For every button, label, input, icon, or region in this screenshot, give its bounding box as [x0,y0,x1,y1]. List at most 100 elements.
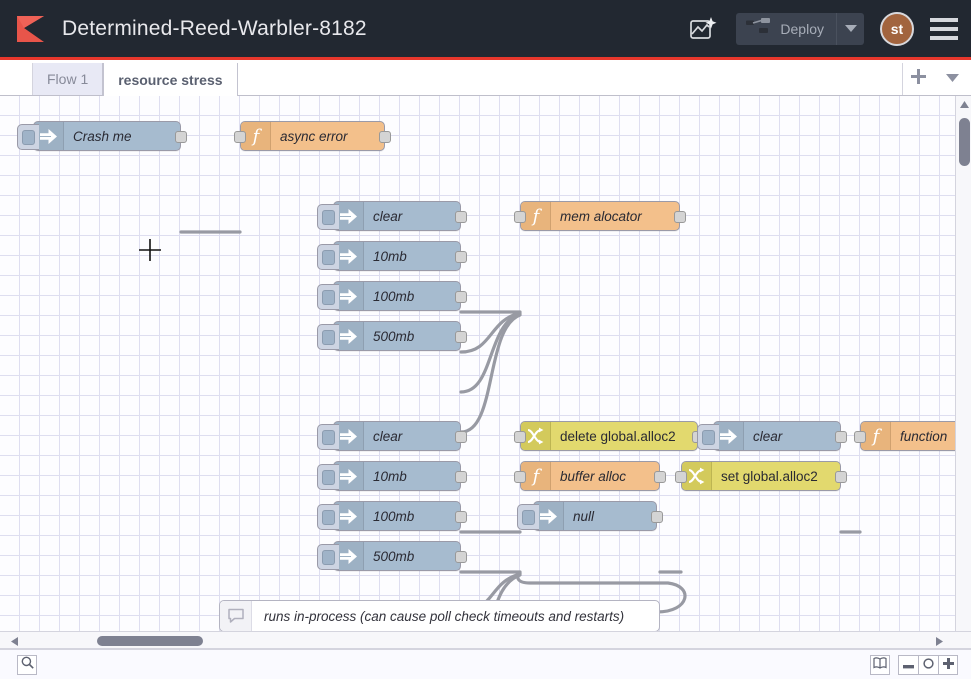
flow-node-function[interactable]: fbuffer alloc [520,461,660,491]
comment-bubble-icon [220,601,252,631]
tab-menu-button[interactable] [937,64,967,94]
deploy-node-icon [746,17,772,40]
flow-node-inject[interactable]: 100mb [333,501,461,531]
flow-node-inject[interactable]: Crash me [33,121,181,151]
zoom-in-button[interactable] [938,655,958,675]
plus-icon [910,68,927,90]
vertical-scrollbar[interactable] [955,96,971,631]
inject-trigger-button[interactable] [317,284,339,310]
flow-node-label: 10mb [364,462,417,490]
node-output-port[interactable] [455,511,467,523]
inject-trigger-button[interactable] [517,504,539,530]
node-output-port[interactable] [835,471,847,483]
node-output-port[interactable] [455,331,467,343]
image-sparkle-icon[interactable] [686,12,720,46]
flow-node-inject[interactable]: clear [333,421,461,451]
node-output-port[interactable] [175,131,187,143]
vertical-scrollbar-thumb[interactable] [959,118,970,166]
hamburger-menu-icon[interactable] [930,18,958,40]
node-input-port[interactable] [675,471,687,483]
node-output-port[interactable] [455,291,467,303]
comment-node[interactable]: runs in-process (can cause poll check ti… [219,600,660,631]
svg-text:f: f [530,466,542,486]
comment-text: runs in-process (can cause poll check ti… [252,601,636,631]
deploy-button-group[interactable]: Deploy [736,13,864,45]
horizontal-scrollbar-thumb[interactable] [97,636,203,646]
inject-trigger-button[interactable] [317,244,339,270]
tab-flow-1[interactable]: Flow 1 [33,63,103,95]
flow-node-inject[interactable]: 10mb [333,241,461,271]
node-output-port[interactable] [455,211,467,223]
node-output-port[interactable] [379,131,391,143]
flow-node-inject[interactable]: null [533,501,657,531]
deploy-dropdown-button[interactable] [836,13,864,45]
deploy-button[interactable]: Deploy [736,13,836,45]
brand-area: Determined-Reed-Warbler-8182 [0,13,367,45]
horizontal-scrollbar[interactable] [0,631,971,649]
node-input-port[interactable] [854,431,866,443]
navigator-button[interactable] [870,655,890,675]
inject-trigger-button[interactable] [317,424,339,450]
node-output-port[interactable] [455,551,467,563]
flow-node-inject[interactable]: clear [333,201,461,231]
inject-trigger-button[interactable] [17,124,39,150]
flow-node-label: delete global.alloc2 [551,422,686,450]
node-output-port[interactable] [835,431,847,443]
node-output-port[interactable] [455,431,467,443]
app-title: Determined-Reed-Warbler-8182 [62,17,367,41]
flow-node-inject[interactable]: 10mb [333,461,461,491]
search-button[interactable] [17,655,37,675]
node-output-port[interactable] [455,471,467,483]
status-bar-right [870,655,971,675]
navigator-map-icon [873,656,887,674]
inject-trigger-button[interactable] [317,204,339,230]
flow-node-inject[interactable]: 500mb [333,321,461,351]
flow-node-label: 100mb [364,282,424,310]
circle-icon [923,656,934,674]
inject-trigger-button[interactable] [697,424,719,450]
svg-text:f: f [530,206,542,226]
node-input-port[interactable] [514,431,526,443]
node-input-port[interactable] [514,211,526,223]
flow-node-change[interactable]: delete global.alloc2 [520,421,698,451]
triangle-right-icon[interactable] [936,637,943,646]
inject-trigger-button[interactable] [317,544,339,570]
tabbar-actions [902,63,971,95]
tab-resource-stress[interactable]: resource stress [103,63,237,96]
minus-icon [903,656,914,674]
flow-node-label: 10mb [364,242,417,270]
avatar[interactable]: st [880,12,914,46]
add-tab-button[interactable] [903,64,933,94]
node-output-port[interactable] [654,471,666,483]
inject-trigger-button[interactable] [317,464,339,490]
node-output-port[interactable] [651,511,663,523]
status-bar-left [0,655,37,675]
flow-node-inject[interactable]: 500mb [333,541,461,571]
chevron-down-icon [946,70,959,88]
flow-node-label: mem alocator [551,202,652,230]
flow-node-label: 500mb [364,322,424,350]
flow-node-inject[interactable]: clear [713,421,841,451]
deploy-label: Deploy [780,21,824,37]
flow-node-label: 100mb [364,502,424,530]
flow-node-label: async error [271,122,358,150]
node-output-port[interactable] [455,251,467,263]
node-input-port[interactable] [514,471,526,483]
triangle-up-icon[interactable] [960,101,969,108]
flow-canvas[interactable]: Crash me f async error clear 10mb 100mb 500mb f… [0,96,971,631]
flow-node-label: null [564,502,604,530]
zoom-reset-button[interactable] [918,655,938,675]
flow-node-change[interactable]: set global.alloc2 [681,461,841,491]
flow-node-label: function [891,422,957,450]
flow-node-inject[interactable]: 100mb [333,281,461,311]
flow-node-label: 500mb [364,542,424,570]
flow-node-function[interactable]: f mem alocator [520,201,680,231]
node-input-port[interactable] [234,131,246,143]
triangle-left-icon[interactable] [11,637,18,646]
flow-node-function[interactable]: f async error [240,121,385,151]
inject-trigger-button[interactable] [317,504,339,530]
node-output-port[interactable] [674,211,686,223]
svg-text:f: f [250,126,262,146]
inject-trigger-button[interactable] [317,324,339,350]
zoom-out-button[interactable] [898,655,918,675]
